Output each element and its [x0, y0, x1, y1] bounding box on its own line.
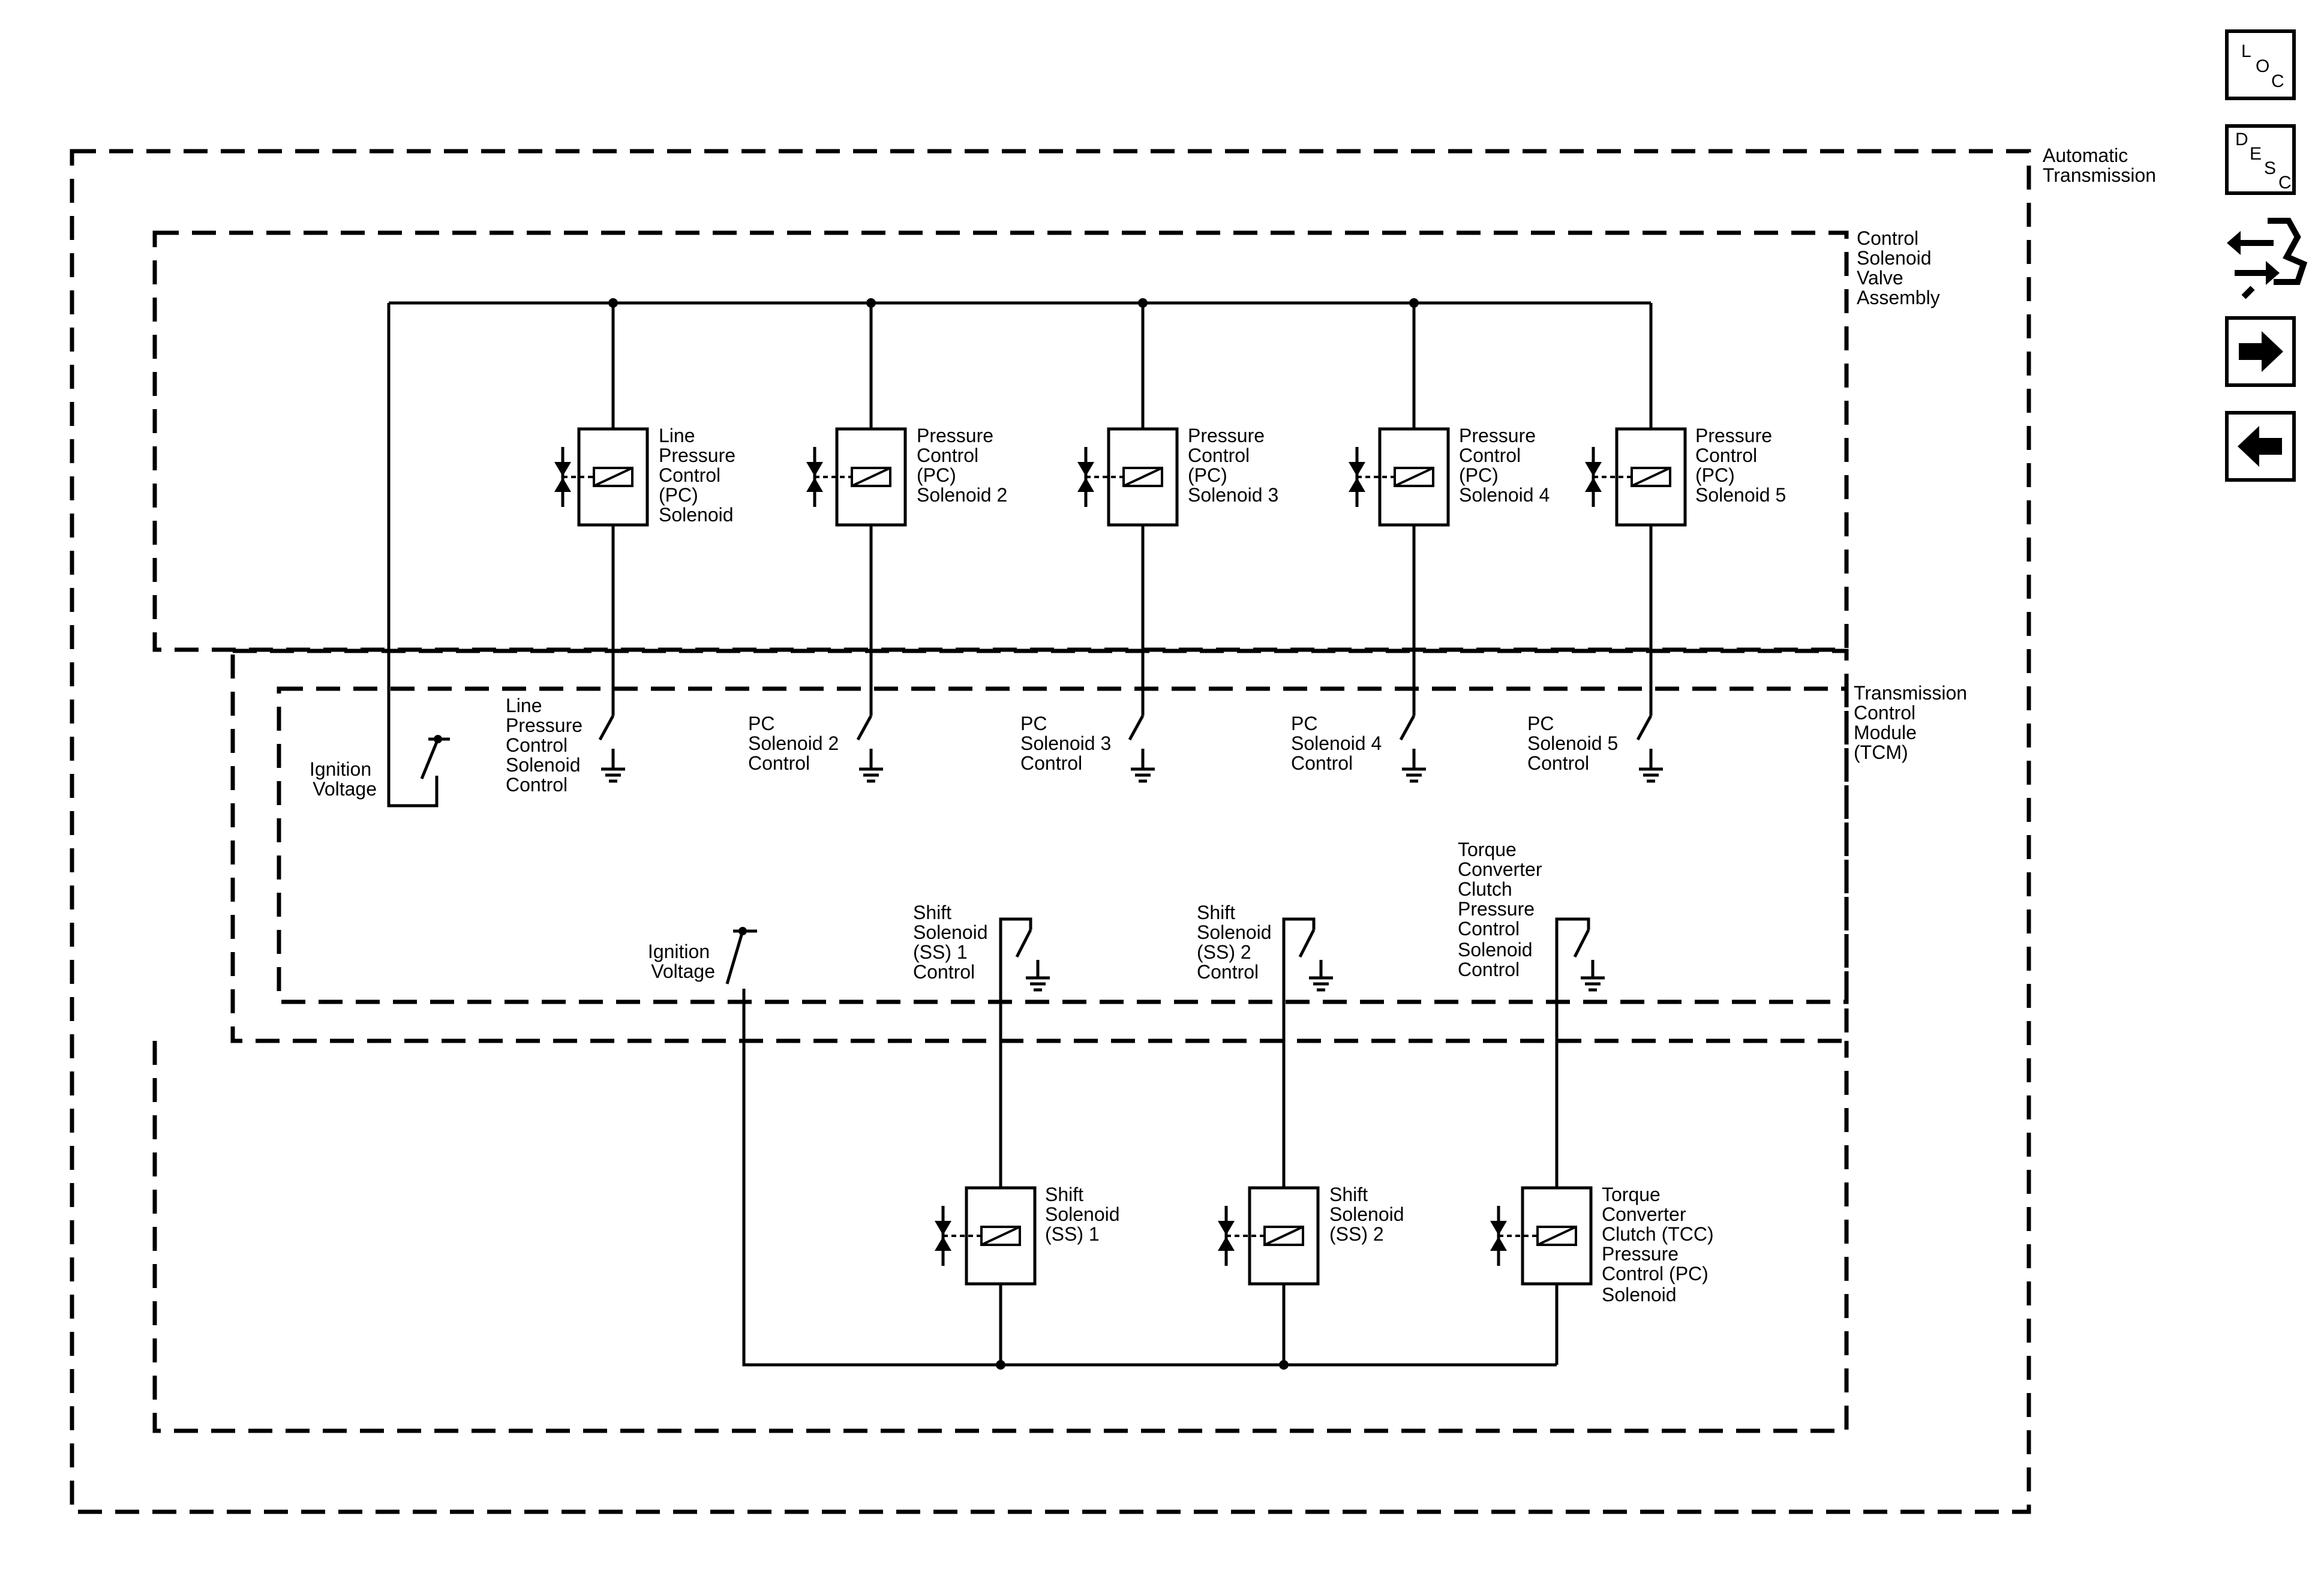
lower-solenoid-2-label: Shift Solenoid (SS) 2 [1329, 1184, 1409, 1245]
lower-control-1-label: Shift Solenoid (SS) 1 Control [913, 902, 993, 983]
upper-ignition-switch-pivot [434, 735, 442, 743]
lower-solenoid-assembly-box [152, 1041, 1849, 1433]
previous-arrow-icon [2238, 426, 2282, 467]
upper-solenoid-3 [1077, 298, 1179, 716]
loc-icon: L O C [2241, 41, 2284, 91]
desc-icon: D E S C [2235, 130, 2292, 193]
upper-control-5-label: PC Solenoid 5 Control [1527, 713, 1623, 774]
upper-ignition-voltage-label: Ignition Voltage [310, 758, 377, 800]
upper-control-4-label: PC Solenoid 4 Control [1291, 713, 1387, 774]
control-solenoid-valve-assembly-box [152, 230, 1849, 652]
lower-solenoid-3 [1490, 1186, 1593, 1365]
upper-control-switch-4 [1399, 715, 1426, 783]
svg-text:L: L [2241, 41, 2251, 61]
upper-control-switch-2 [856, 715, 883, 783]
lower-control-switch-2 [1282, 917, 1333, 1191]
upper-solenoid-5 [1585, 303, 1687, 716]
next-button[interactable] [2225, 316, 2296, 387]
automatic-transmission-label: Automatic Transmission [2043, 145, 2156, 186]
upper-control-2-label: PC Solenoid 2 Control [748, 713, 844, 774]
lower-solenoid-3-label: Torque Converter Clutch (TCC) Pressure C… [1602, 1184, 1719, 1305]
lower-solenoid-2 [1218, 1186, 1320, 1370]
lower-solenoid-1-label: Shift Solenoid (SS) 1 [1045, 1184, 1125, 1245]
valve-assembly-label: Control Solenoid Valve Assembly [1857, 227, 1940, 308]
upper-solenoid-5-label: Pressure Control (PC) Solenoid 5 [1695, 425, 1786, 506]
upper-solenoid-4-label: Pressure Control (PC) Solenoid 4 [1459, 425, 1550, 506]
upper-control-3-label: PC Solenoid 3 Control [1020, 713, 1116, 774]
connector-icon [2227, 218, 2308, 299]
upper-control-switch-1 [598, 715, 625, 783]
loc-button[interactable]: L O C [2225, 29, 2296, 100]
next-arrow-icon [2239, 331, 2283, 372]
upper-control-1-label: Line Pressure Control Solenoid Control [506, 695, 588, 795]
tcm-label: Transmission Control Module (TCM) [1854, 682, 1972, 763]
upper-solenoid-4 [1349, 298, 1450, 716]
upper-solenoid-3-label: Pressure Control (PC) Solenoid 3 [1188, 425, 1278, 506]
lower-ignition-switch-pivot [738, 927, 747, 935]
upper-ignition-switch [420, 739, 440, 779]
svg-text:C: C [2271, 71, 2284, 91]
svg-text:S: S [2264, 158, 2276, 178]
upper-solenoid-2-label: Pressure Control (PC) Solenoid 2 [917, 425, 1007, 506]
lower-bus-wire [742, 989, 1557, 1367]
upper-control-switch-5 [1636, 715, 1663, 783]
desc-button[interactable]: D E S C [2225, 124, 2296, 195]
svg-text:E: E [2250, 144, 2262, 164]
lower-solenoid-1 [935, 1186, 1037, 1370]
lower-control-switch-1 [999, 917, 1050, 1191]
lower-control-3-label: Torque Converter Clutch Pressure Control… [1458, 839, 1547, 980]
tcm-inner-box [277, 686, 1849, 1004]
upper-solenoid-1 [554, 298, 649, 716]
lower-control-2-label: Shift Solenoid (SS) 2 Control [1197, 902, 1277, 983]
svg-text:D: D [2235, 130, 2248, 149]
connector-button[interactable] [2227, 218, 2308, 299]
lower-control-switch-3 [1555, 917, 1605, 1191]
upper-control-switch-3 [1128, 715, 1155, 783]
lower-ignition-voltage-label: Ignition Voltage [648, 941, 715, 982]
upper-solenoid-1-label: Line Pressure Control (PC) Solenoid [659, 425, 741, 526]
upper-ignition-wire [387, 303, 439, 807]
previous-button[interactable] [2225, 411, 2296, 482]
lower-ignition-switch [725, 930, 744, 984]
svg-text:O: O [2256, 56, 2269, 76]
svg-text:C: C [2278, 173, 2292, 193]
automatic-transmission-box [70, 149, 2031, 1514]
upper-solenoid-2 [806, 298, 907, 716]
